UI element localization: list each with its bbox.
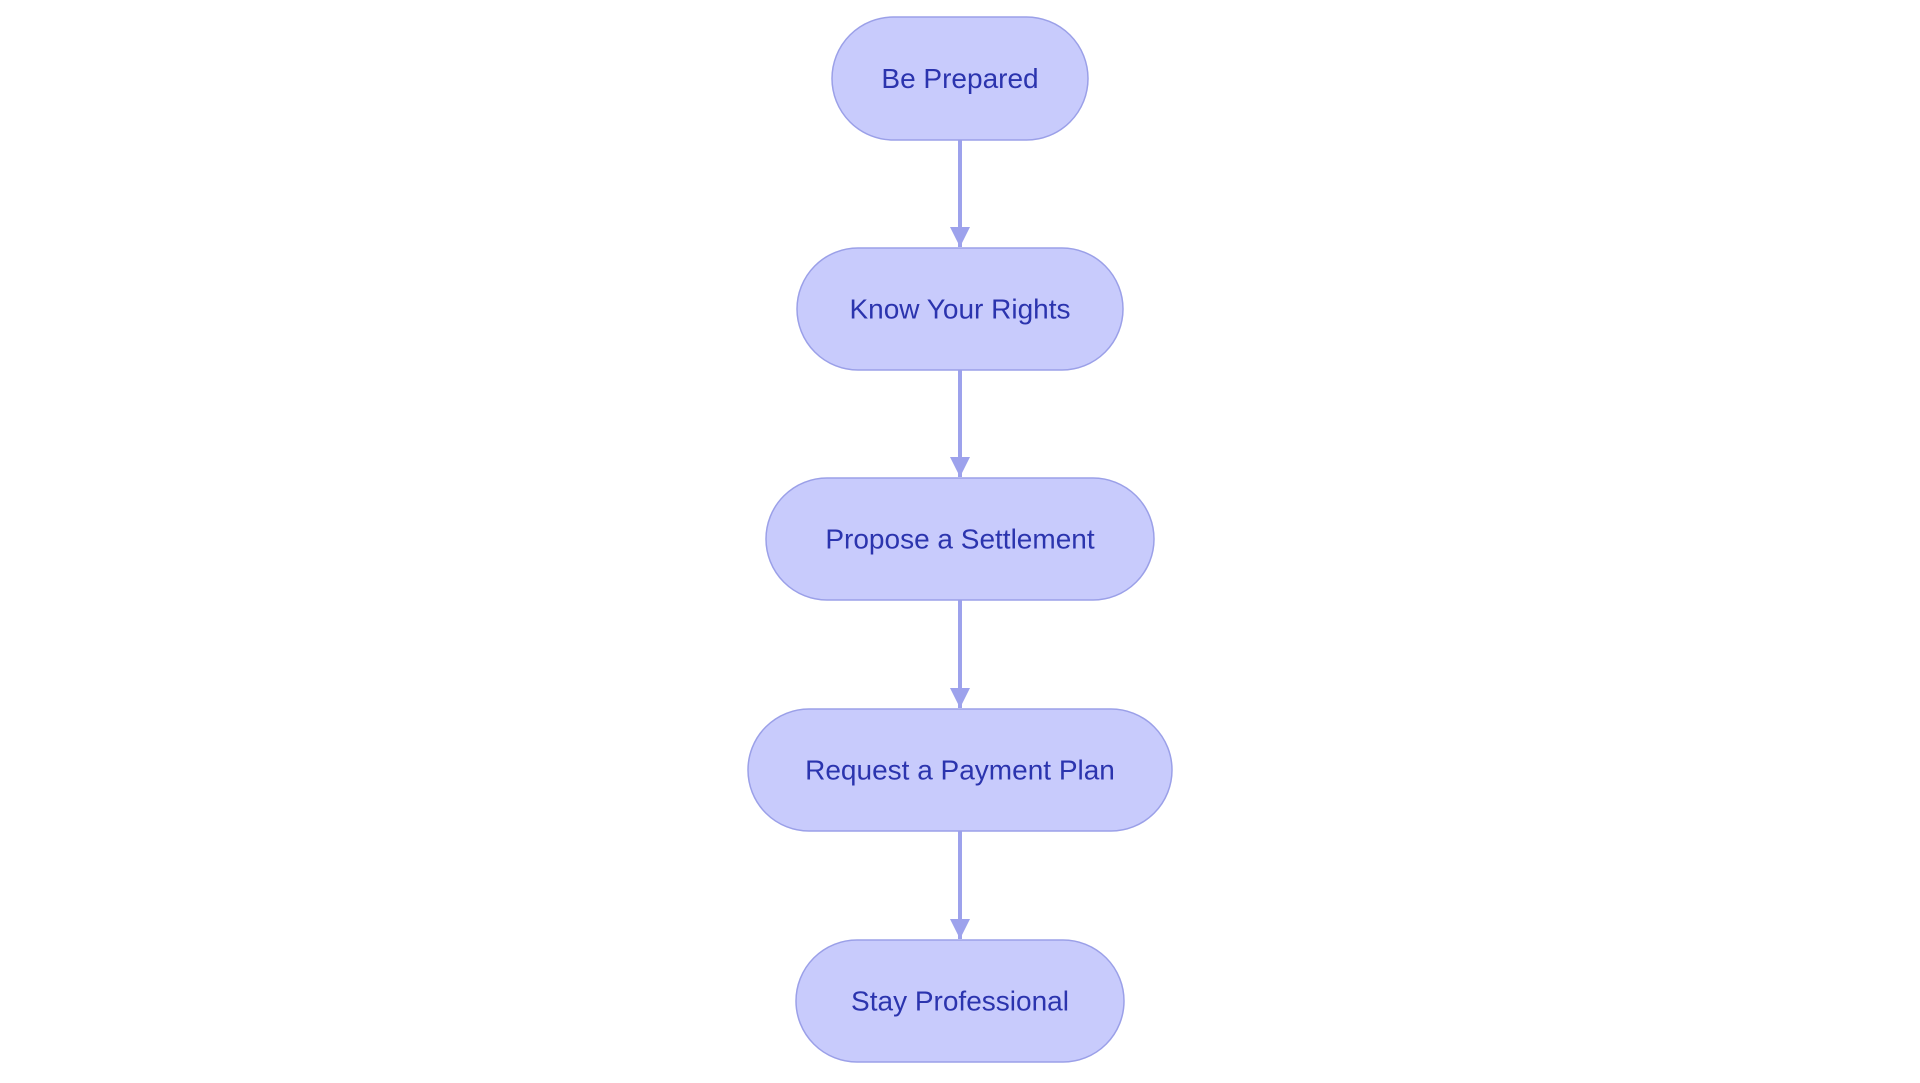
node-stay-professional: Stay Professional [795, 939, 1125, 1063]
node-be-prepared: Be Prepared [831, 16, 1089, 141]
node-know-your-rights: Know Your Rights [796, 247, 1124, 371]
node-shape [747, 708, 1173, 832]
node-propose-a-settlement: Propose a Settlement [765, 477, 1155, 601]
node-shape [765, 477, 1155, 601]
node-label: Propose a Settlement [825, 524, 1094, 555]
node-label: Stay Professional [851, 986, 1069, 1017]
node-shape [795, 939, 1125, 1063]
node-request-a-payment-plan: Request a Payment Plan [747, 708, 1173, 832]
node-shape [796, 247, 1124, 371]
node-shape [831, 16, 1089, 141]
node-label: Request a Payment Plan [805, 755, 1115, 786]
node-label: Be Prepared [881, 63, 1038, 94]
node-label: Know Your Rights [849, 294, 1070, 325]
